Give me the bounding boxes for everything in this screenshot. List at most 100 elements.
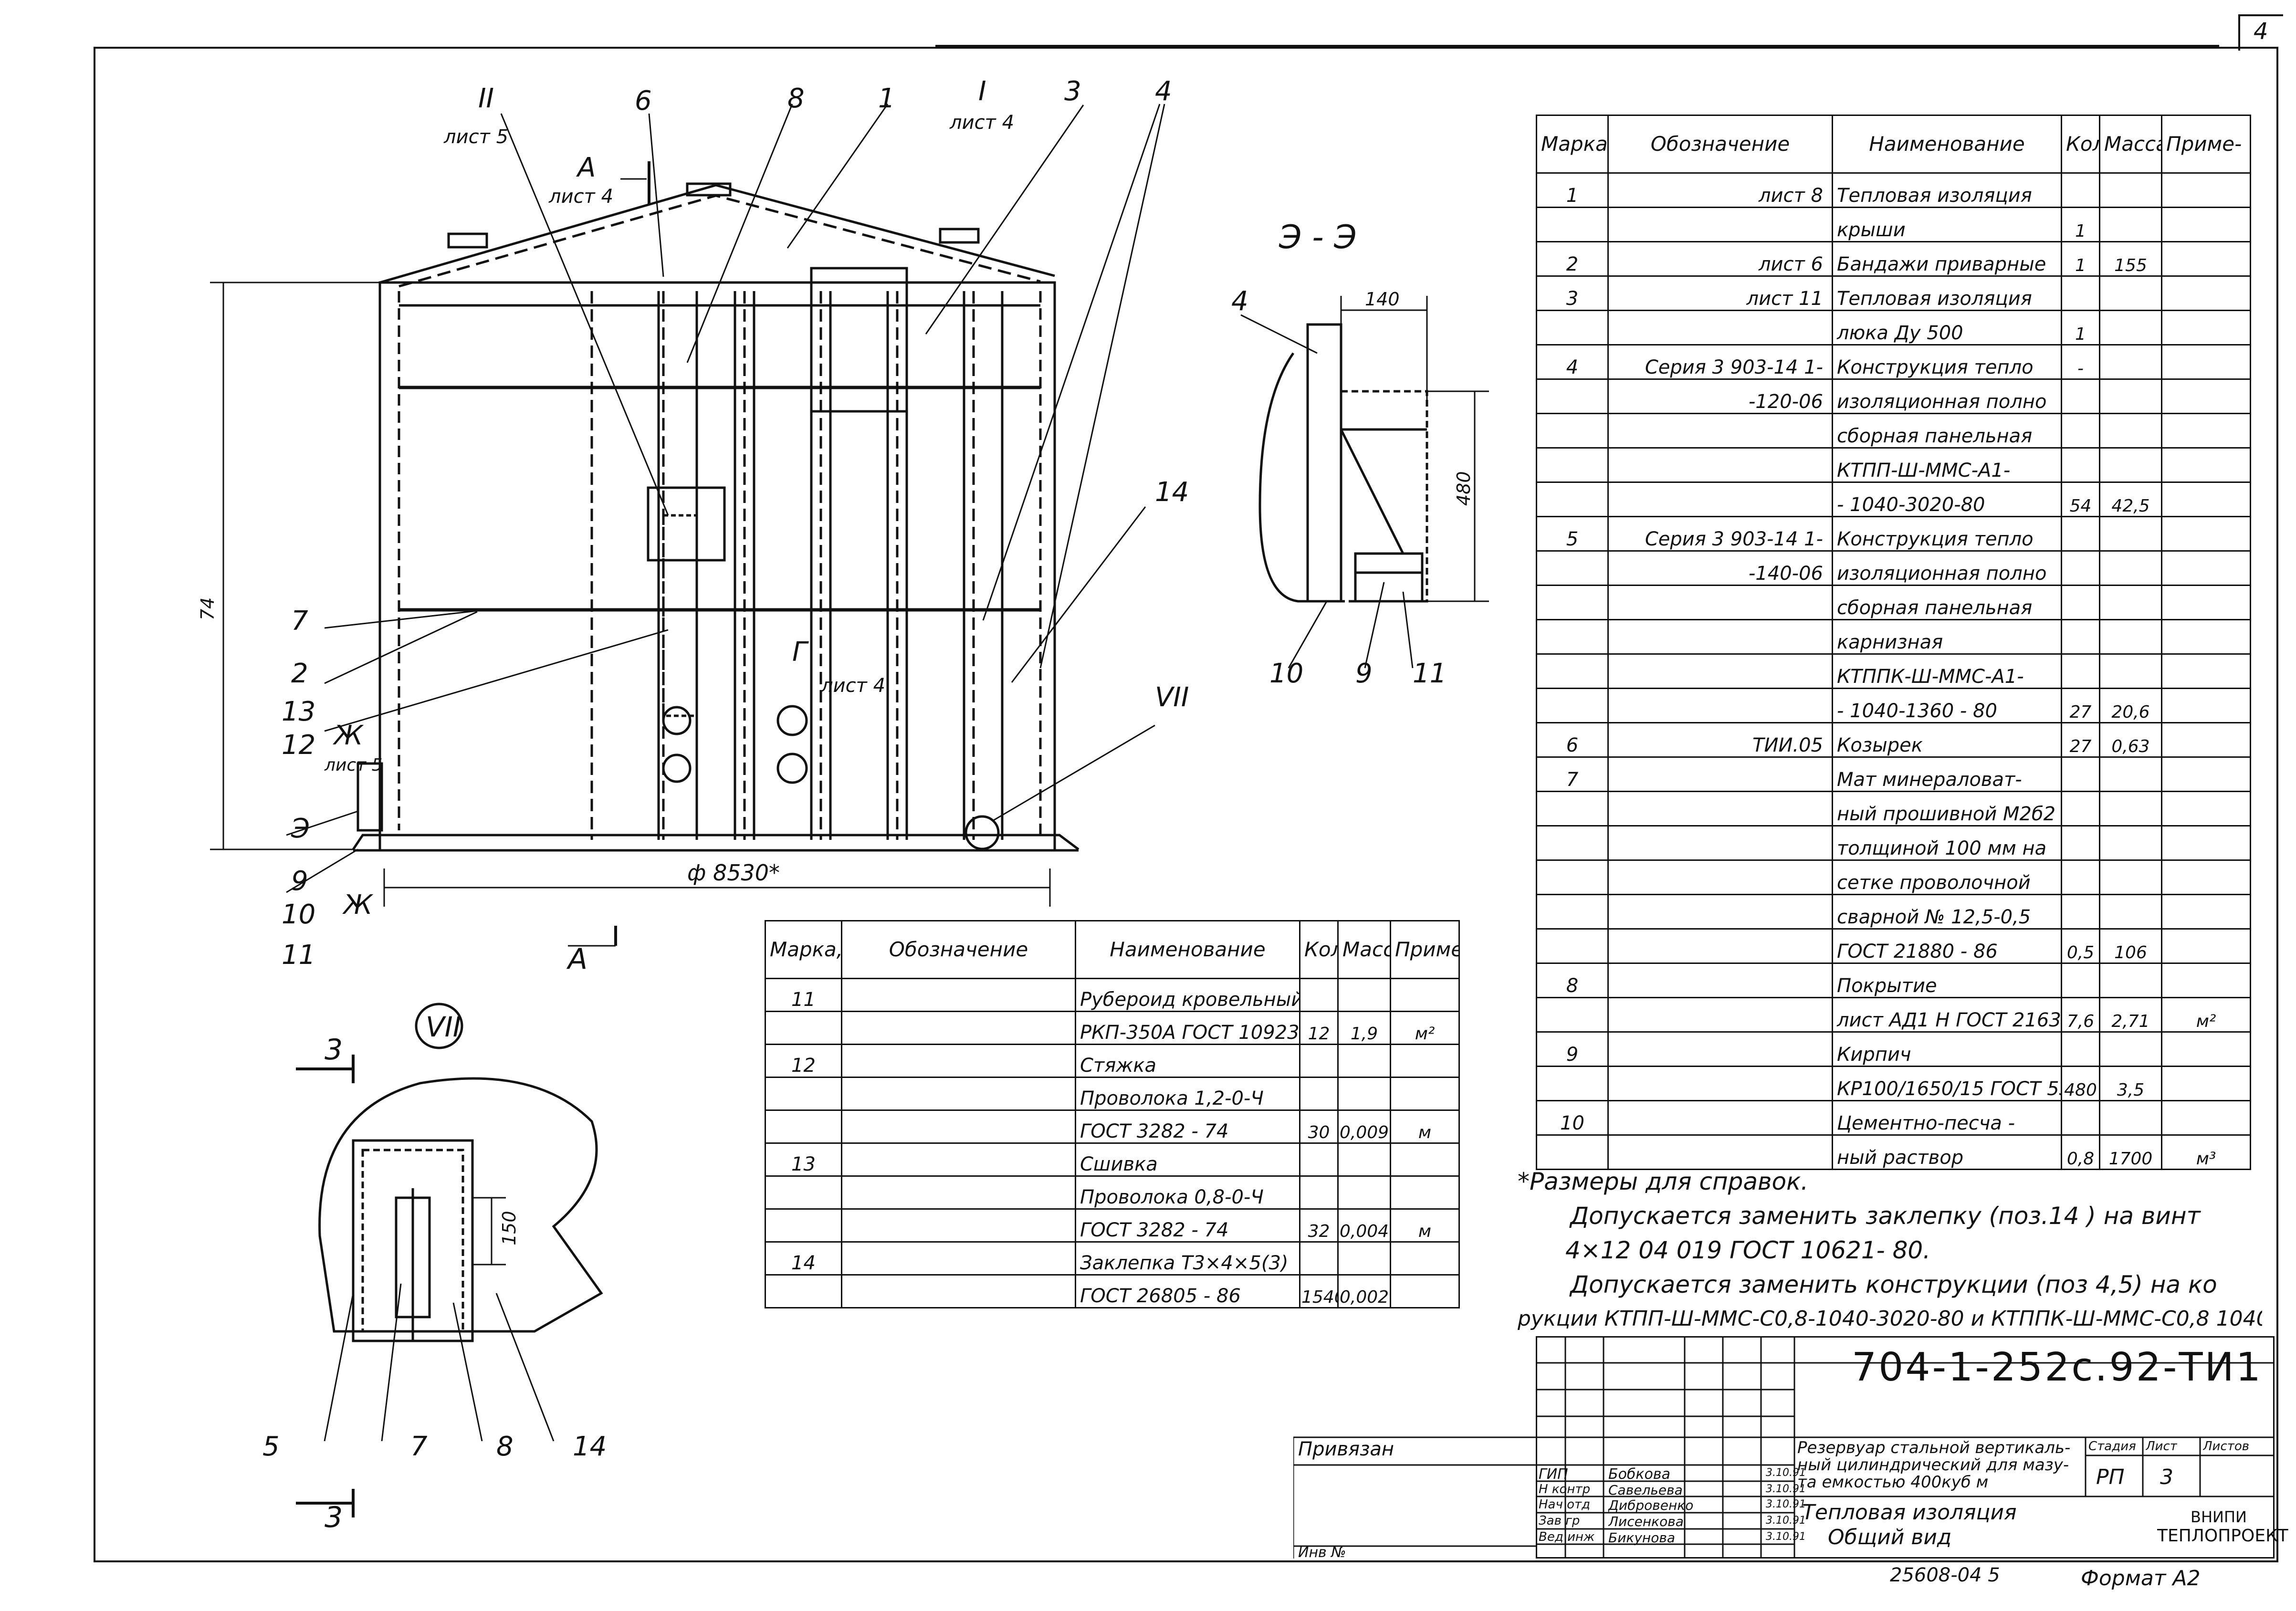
- date-2: 3.10.91: [1766, 1483, 1806, 1495]
- table-cell: [1536, 997, 1609, 1033]
- table-cell: [1390, 1274, 1460, 1308]
- label-sheet4-i: лист 4: [949, 112, 1014, 134]
- table-cell: [1299, 1175, 1339, 1210]
- table-cell: 7: [1536, 756, 1609, 792]
- table-cell: [2161, 344, 2251, 380]
- label-pos-11: 11: [282, 940, 315, 971]
- table-cell: 14: [765, 1241, 842, 1276]
- table-cell: 5: [1536, 516, 1609, 552]
- sheet-title-line-2: Общий вид: [1828, 1525, 1952, 1549]
- table-cell: 3: [1536, 275, 1609, 311]
- table-row: КТПП-Ш-ММС-А1-: [1536, 447, 2251, 483]
- header-note: Приме- чание: [2161, 115, 2251, 174]
- corner-sheet-number: 4: [2254, 18, 2268, 45]
- table-cell: 32: [1299, 1208, 1339, 1243]
- table-cell: [2099, 791, 2162, 826]
- detail-vii-cloud-outline: [318, 1077, 603, 1333]
- detail-vii-pos-7: 7: [410, 1431, 428, 1462]
- table-cell: [2161, 1066, 2251, 1101]
- table-cell: ный прошивной М2б2 100: [1832, 791, 2062, 826]
- table-cell: карнизная: [1832, 619, 2062, 655]
- table-cell: 27: [2061, 722, 2100, 758]
- table-cell: [2061, 172, 2100, 208]
- archive-number: 25608-04 5: [1890, 1564, 2000, 1586]
- table-cell: [765, 1175, 842, 1210]
- table-cell: [1607, 1031, 1833, 1067]
- table-cell: Заклепка Т3×4×5(3): [1075, 1241, 1300, 1276]
- table-cell: [2061, 894, 2100, 930]
- table-cell: [765, 1011, 842, 1045]
- table-cell: 54: [2061, 481, 2100, 517]
- table-cell: [1607, 688, 1833, 723]
- table-cell: 106: [2099, 928, 2162, 964]
- table-cell: ТИИ.05: [1607, 722, 1833, 758]
- table-cell: [1337, 1077, 1391, 1111]
- table-cell: - 1040-1360 - 80: [1832, 688, 2062, 723]
- table-cell: [1536, 791, 1609, 826]
- table-cell: Покрытие: [1832, 962, 2062, 998]
- table-cell: [841, 1109, 1076, 1144]
- table-cell: [2161, 241, 2251, 277]
- table-cell: [2161, 619, 2251, 655]
- section-ee-outline: [1258, 352, 1336, 603]
- stage-value: РП: [2096, 1465, 2125, 1489]
- table-cell: [1337, 1241, 1391, 1276]
- date-1: 3.10.91: [1766, 1467, 1806, 1479]
- table-cell: [2161, 894, 2251, 930]
- label-pos-1: 1: [878, 83, 895, 114]
- table-cell: [1607, 962, 1833, 998]
- inv-label: Инв №: [1298, 1544, 1346, 1561]
- table-cell: сетке проволочной: [1832, 859, 2062, 895]
- table-cell: [2099, 653, 2162, 689]
- table-cell: м²: [1390, 1011, 1460, 1045]
- table-cell: [2061, 619, 2100, 655]
- table-cell: [2061, 859, 2100, 895]
- table-cell: сборная панельная: [1832, 585, 2062, 620]
- header-note: Приме- чание: [1390, 920, 1460, 979]
- table-cell: [841, 1142, 1076, 1177]
- table-cell: сборная панельная: [1832, 413, 2062, 449]
- roof-outline: [379, 184, 1055, 284]
- table-cell: [1536, 928, 1609, 964]
- paper-format: Формат А2: [2081, 1566, 2201, 1590]
- table-cell: [2161, 172, 2251, 208]
- date-3: 3.10.91: [1766, 1498, 1806, 1510]
- table-cell: 1,9: [1337, 1011, 1391, 1045]
- note-line: Допускается заменить конструкции (поз 4,…: [1570, 1271, 2217, 1298]
- note-line: *Размеры для справок.: [1518, 1168, 1809, 1195]
- table-cell: м: [1390, 1109, 1460, 1144]
- role-gip: ГИП: [1539, 1466, 1568, 1483]
- role-zav-gr: Зав гр: [1539, 1514, 1580, 1528]
- table-cell: - 1040-3020-80: [1832, 481, 2062, 517]
- table-cell: [2099, 310, 2162, 345]
- table-cell: [2161, 516, 2251, 552]
- table-row: КТППК-Ш-ММС-А1-: [1536, 653, 2251, 689]
- table-cell: -: [2061, 344, 2100, 380]
- detail-vii-pos-5: 5: [262, 1431, 280, 1462]
- table-cell: [2061, 275, 2100, 311]
- label-pos-10: 10: [282, 899, 315, 930]
- table-cell: 27: [2061, 688, 2100, 723]
- table-cell: [1607, 481, 1833, 517]
- table-cell: 1: [1536, 172, 1609, 208]
- detail-vii-dim-150: 150: [499, 1211, 520, 1245]
- table-cell: [2099, 585, 2162, 620]
- privyazan-label: Привязан: [1298, 1438, 1394, 1460]
- table-cell: [2099, 894, 2162, 930]
- table-cell: Конструкция тепло: [1832, 344, 2062, 380]
- table-cell: [2161, 1031, 2251, 1067]
- label-pos-7: 7: [291, 606, 308, 637]
- table-cell: 4: [1536, 344, 1609, 380]
- label-zh-bottom: Ж: [342, 889, 374, 921]
- table-cell: [2099, 447, 2162, 483]
- table-cell: КТПП-Ш-ММС-А1-: [1832, 447, 2062, 483]
- table-cell: Стяжка: [1075, 1044, 1300, 1078]
- table-cell: 2,71: [2099, 997, 2162, 1033]
